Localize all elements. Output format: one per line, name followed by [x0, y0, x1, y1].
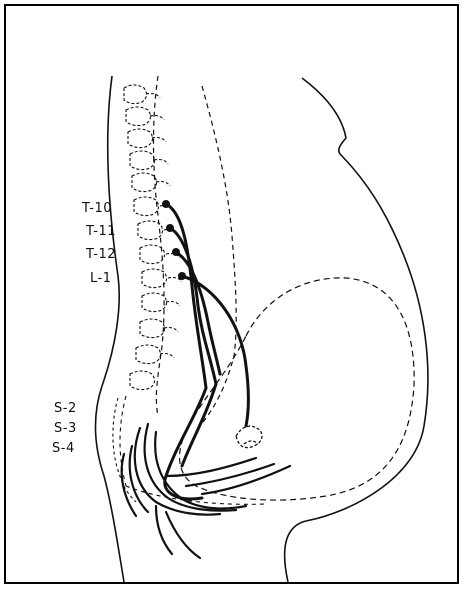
label-s2: S-2	[54, 401, 77, 416]
abdomen-outline	[285, 78, 428, 582]
label-l1: L-1	[90, 271, 111, 286]
figure-frame: T-10 T-11 T-12 L-1 S-2 S-3 S-4	[4, 4, 459, 584]
label-t12: T-12	[85, 247, 116, 262]
vertebral-column	[124, 85, 182, 390]
label-s3: S-3	[54, 421, 77, 436]
cervix-knot	[236, 426, 262, 447]
label-s4: S-4	[52, 441, 75, 456]
sacral-nerves	[122, 424, 290, 558]
label-t10: T-10	[81, 201, 112, 216]
back-outline	[95, 76, 124, 582]
spinal-outline-front	[154, 76, 165, 416]
anatomy-diagram: T-10 T-11 T-12 L-1 S-2 S-3 S-4	[6, 6, 457, 582]
label-t11: T-11	[85, 224, 116, 239]
